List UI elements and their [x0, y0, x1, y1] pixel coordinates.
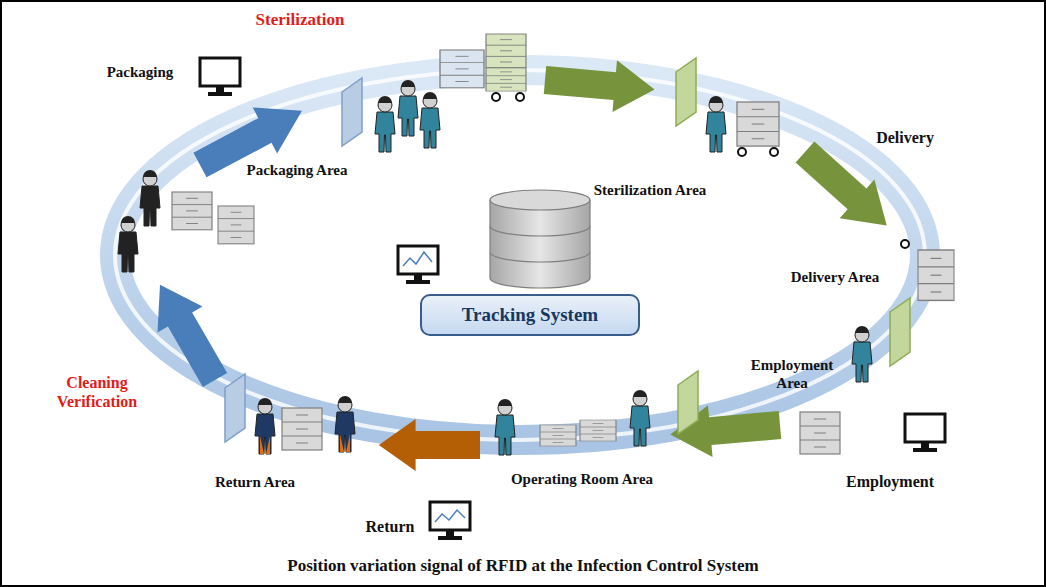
area-label: Sterilization Area — [594, 181, 707, 199]
gate — [678, 371, 698, 434]
gate — [676, 58, 696, 126]
computer — [200, 58, 240, 96]
worker — [706, 96, 726, 152]
computer — [905, 414, 945, 452]
crates — [172, 34, 954, 454]
area-label: Operating Room Area — [511, 470, 653, 488]
area-label: Delivery — [876, 128, 934, 147]
system-box: Tracking System — [420, 294, 640, 336]
crate — [440, 50, 484, 88]
crate — [218, 206, 254, 244]
area-label: Employment — [846, 472, 934, 491]
node-label: Tracking System — [462, 304, 598, 326]
worker — [630, 390, 650, 446]
crate — [737, 102, 779, 146]
area-label: Delivery Area — [791, 268, 879, 286]
chart-line — [435, 510, 465, 522]
gate — [890, 298, 910, 366]
worker — [398, 80, 418, 136]
area-label: Packaging Area — [247, 161, 348, 179]
wheel — [770, 148, 778, 156]
worker — [140, 170, 160, 226]
area-label: Return — [366, 517, 415, 536]
computer — [398, 246, 438, 284]
crate — [282, 408, 322, 450]
crate — [918, 250, 954, 300]
crate — [800, 412, 840, 454]
wheel — [901, 240, 909, 248]
worker — [335, 396, 355, 452]
rfid-gates — [225, 58, 910, 442]
area-label: Employment Area — [742, 356, 842, 392]
sterilization-arrow — [543, 54, 657, 115]
chart-line — [403, 252, 432, 266]
area-label: Packaging — [107, 63, 174, 81]
return-arrow — [379, 419, 480, 471]
boots — [260, 434, 350, 454]
wheel — [516, 93, 524, 101]
tray — [540, 425, 576, 446]
crate — [486, 68, 526, 91]
gate — [342, 78, 362, 146]
flow-arrows — [137, 54, 904, 471]
crate — [486, 34, 526, 68]
computer — [430, 502, 470, 540]
caption: Position variation signal of RFID at the… — [287, 556, 758, 576]
worker — [495, 399, 515, 455]
worker — [118, 216, 138, 272]
area-label: Sterilization — [256, 10, 345, 30]
people — [118, 80, 872, 455]
computers — [200, 58, 945, 540]
worker — [420, 92, 440, 148]
gate — [225, 374, 245, 442]
area-label: Cleaning Verification — [32, 373, 162, 411]
cleaning-arrow — [137, 272, 237, 393]
area-label: Return Area — [215, 473, 295, 491]
worker — [375, 96, 395, 152]
tray — [580, 420, 616, 441]
crate — [172, 192, 212, 230]
database — [490, 190, 590, 288]
worker — [255, 398, 275, 454]
delivery-arrow — [788, 133, 905, 245]
worker — [852, 326, 872, 382]
wheel — [492, 93, 500, 101]
wheel — [738, 148, 746, 156]
